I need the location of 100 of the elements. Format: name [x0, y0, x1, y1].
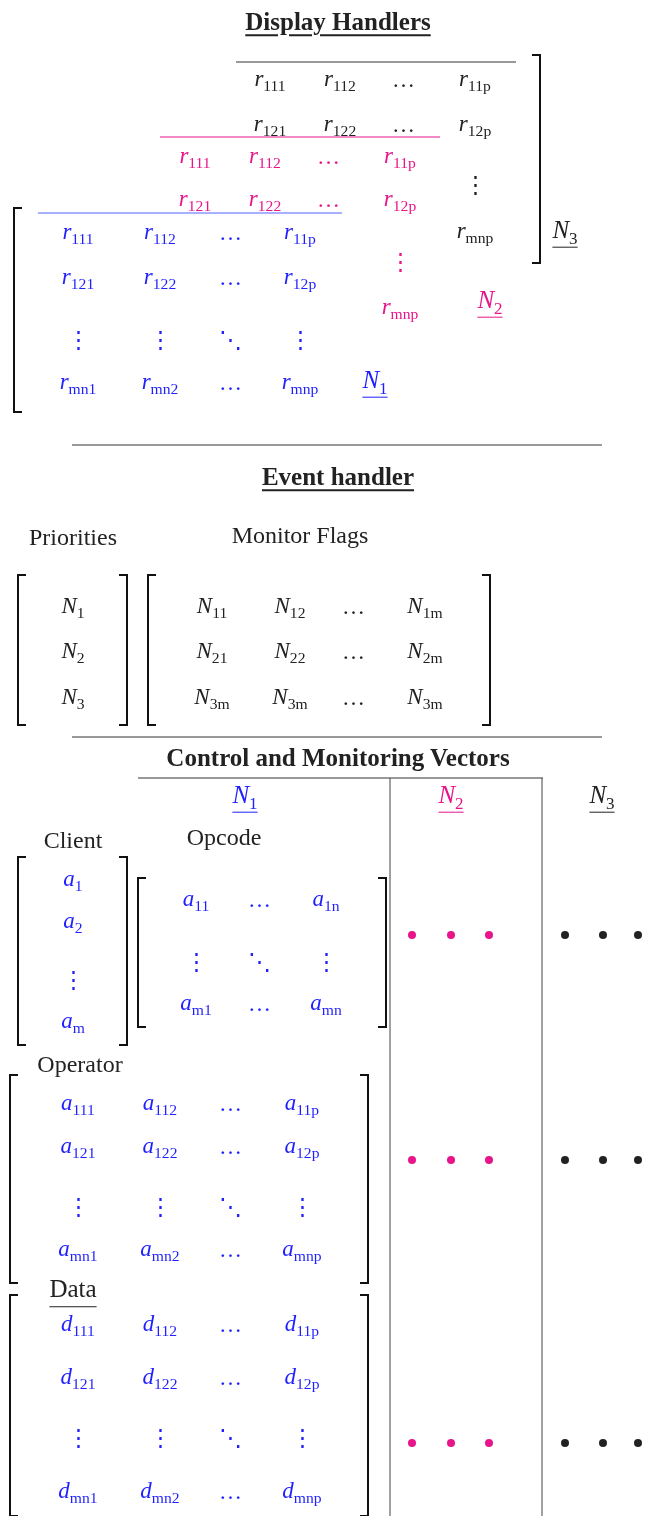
section-heading: Event handler [261, 463, 415, 491]
matrix-entry: N$_{12}$ [274, 592, 306, 622]
matrix-entry: r$_{mnp}$ [281, 368, 319, 398]
matrix-entry: a$_{11p}$ [284, 1089, 320, 1119]
column-label: Operator [37, 1050, 123, 1078]
matrix-entry: d$_{mn1}$ [58, 1477, 98, 1507]
matrix-entry: r$_{112}$ [144, 218, 176, 248]
ellipsis-symbol: ⋱ [219, 327, 245, 353]
matrix-entry: r$_{12p}$ [383, 185, 417, 215]
ellipsis-symbol: … [317, 144, 343, 170]
matrix-entry: ⋮ [148, 327, 172, 353]
column-label: Opcode [186, 823, 262, 851]
ellipsis-symbol: ⋱ [219, 1194, 245, 1220]
matrix-entry: N$_{1m}$ [407, 592, 443, 622]
group-label: Data [49, 1275, 97, 1305]
matrix-entry: ⋮ [66, 327, 90, 353]
matrix-entry: a$_{1}$ [63, 865, 83, 895]
matrix-entry: a$_{mn2}$ [140, 1235, 180, 1265]
matrix-entry: N$_{2}$ [61, 637, 85, 667]
matrix-entry: a$_{11}$ [182, 885, 210, 915]
ellipsis-symbol: … [342, 685, 368, 711]
ellipsis-symbol: … [342, 639, 368, 665]
matrix-entry: N$_{2m}$ [407, 637, 443, 667]
matrix-entry: r$_{122}$ [248, 185, 282, 215]
matrix-entry: r$_{121}$ [253, 110, 287, 140]
ellipsis-symbol: … [219, 1091, 245, 1117]
matrix-entry: N$_{1}$ [61, 592, 85, 622]
column-label: Priorities [29, 523, 117, 551]
matrix-entry: r$_{mnp}$ [381, 293, 419, 323]
matrix-entry: N$_{3m}$ [407, 683, 443, 713]
matrix-entry: a$_{12p}$ [284, 1132, 320, 1162]
group-label: N$_{1}$ [362, 365, 388, 400]
matrix-entry: r$_{12p}$ [283, 263, 317, 293]
matrix-entry: r$_{mn2}$ [141, 368, 179, 398]
matrix-entry: r$_{112}$ [324, 65, 356, 95]
ellipsis-symbol: … [317, 187, 343, 213]
matrix-entry: ⋮ [61, 967, 85, 993]
matrix-entry: N$_{3m}$ [272, 683, 308, 713]
matrix-entry: N$_{21}$ [196, 637, 228, 667]
matrix-entry: a$_{mn}$ [310, 989, 342, 1019]
matrix-entry: ⋮ [66, 1194, 90, 1220]
matrix-entry: ⋮ [66, 1425, 90, 1451]
matrix-entry: r$_{122}$ [143, 263, 177, 293]
ellipsis-symbol: … [248, 991, 274, 1017]
matrix-entry: a$_{122}$ [142, 1132, 178, 1162]
ellipsis-symbol: … [219, 1134, 245, 1160]
matrix-entry: d$_{12p}$ [284, 1363, 320, 1393]
ellipsis-symbol: … [219, 220, 245, 246]
matrix-entry: a$_{m1}$ [180, 989, 212, 1019]
section-heading: Display Handlers [245, 8, 431, 36]
matrix-entry: ⋮ [184, 949, 208, 975]
matrix-entry: d$_{112}$ [142, 1310, 178, 1340]
ellipsis-symbol: … [219, 265, 245, 291]
matrix-entry: d$_{mn2}$ [140, 1477, 180, 1507]
matrix-entry: d$_{111}$ [61, 1310, 95, 1340]
matrix-entry: a$_{2}$ [63, 907, 83, 937]
ellipsis-symbol: … [219, 1237, 245, 1263]
matrix-entry: r$_{112}$ [249, 142, 281, 172]
matrix-entry: r$_{11p}$ [284, 218, 316, 248]
ellipsis-symbol: … [219, 370, 245, 396]
matrix-entry: ⋮ [463, 172, 487, 198]
matrix-entry: ⋮ [148, 1425, 172, 1451]
group-label: N$_{3}$ [589, 780, 615, 815]
ellipsis-symbol: … [219, 1312, 245, 1338]
matrix-entry: a$_{1n}$ [312, 885, 340, 915]
matrix-entry: ⋮ [148, 1194, 172, 1220]
ellipsis-symbol: … [392, 112, 418, 138]
matrix-entry: d$_{122}$ [142, 1363, 178, 1393]
matrix-entry: r$_{121}$ [61, 263, 95, 293]
matrix-entry: d$_{121}$ [60, 1363, 96, 1393]
matrix-entry: d$_{11p}$ [284, 1310, 320, 1340]
matrix-entry: r$_{12p}$ [458, 110, 492, 140]
ellipsis-symbol: ⋱ [248, 949, 274, 975]
matrix-entry: a$_{mn1}$ [58, 1235, 98, 1265]
matrix-entry: r$_{111}$ [179, 142, 211, 172]
matrix-entry: N$_{11}$ [196, 592, 228, 622]
column-label: Client [43, 826, 103, 854]
matrix-entry: ⋮ [290, 1425, 314, 1451]
matrix-entry: r$_{11p}$ [459, 65, 491, 95]
section-heading: Control and Monitoring Vectors [166, 744, 510, 772]
matrix-entry: a$_{121}$ [60, 1132, 96, 1162]
column-label: Monitor Flags [231, 521, 369, 549]
matrix-entry: r$_{mnp}$ [456, 217, 494, 247]
ellipsis-symbol: … [342, 594, 368, 620]
ellipsis-symbol: … [392, 67, 418, 93]
matrix-entry: ⋮ [388, 249, 412, 275]
matrix-entry: a$_{111}$ [61, 1089, 95, 1119]
ellipsis-symbol: … [219, 1365, 245, 1391]
matrix-entry: r$_{121}$ [178, 185, 212, 215]
matrix-entry: r$_{111}$ [62, 218, 94, 248]
matrix-entry: r$_{122}$ [323, 110, 357, 140]
matrix-entry: N$_{3}$ [61, 683, 85, 713]
matrix-entry: a$_{m}$ [61, 1007, 85, 1037]
matrix-entry: N$_{3m}$ [194, 683, 230, 713]
ellipsis-symbol: ⋱ [219, 1425, 245, 1451]
matrix-entry: N$_{22}$ [274, 637, 306, 667]
matrix-entry: r$_{mn1}$ [59, 368, 97, 398]
matrix-entry: ⋮ [290, 1194, 314, 1220]
group-label: N$_{3}$ [552, 215, 578, 250]
group-label: N$_{1}$ [232, 780, 258, 815]
